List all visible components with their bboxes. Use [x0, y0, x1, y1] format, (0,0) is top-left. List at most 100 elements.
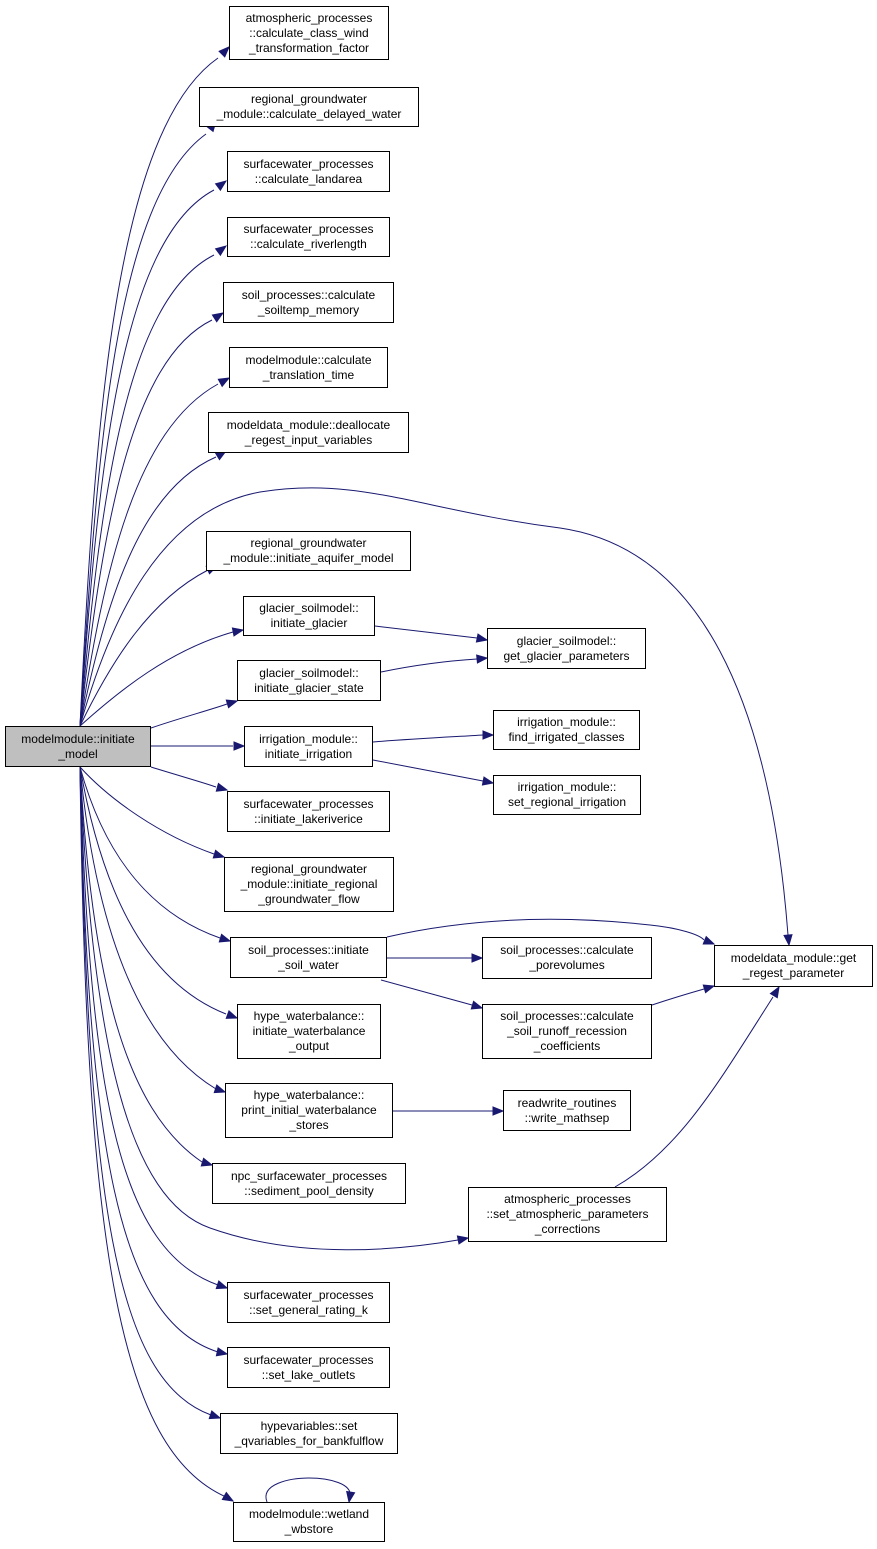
arrowhead-icon: [214, 180, 228, 192]
node-line: _corrections: [534, 1222, 601, 1236]
arrowhead-icon: [215, 1280, 229, 1290]
node-line: _regest_parameter: [742, 966, 845, 980]
arrowhead-icon: [225, 699, 239, 709]
call-edge: [372, 759, 484, 782]
node-line: _soil_water: [278, 957, 339, 972]
call-edge: [380, 979, 473, 1006]
call-edge: [79, 766, 227, 1015]
node-line: _coefficients: [533, 1039, 601, 1053]
node-initiate-waterbalance-output[interactable]: hype_waterbalance:: initiate_waterbalanc…: [237, 1004, 381, 1059]
node-line: _regest_input_variables: [244, 432, 373, 447]
node-line: ::write_mathsep: [524, 1110, 610, 1125]
node-line: modelmodule::initiate: [21, 731, 135, 746]
node-line: modeldata_module::deallocate: [226, 417, 391, 432]
node-line: irrigation_module::: [517, 780, 617, 794]
node-line: _module::calculate_delayed_water: [216, 107, 402, 121]
node-line: _soil_runoff_recession: [507, 1024, 627, 1038]
node-line: initiate_irrigation: [264, 746, 353, 761]
node-initiate-glacier[interactable]: glacier_soilmodel:: initiate_glacier: [243, 596, 375, 636]
node-line: _module::initiate_regional: [240, 877, 378, 891]
node-line: regional_groundwater: [250, 536, 367, 550]
node-set-general-rating-k[interactable]: surfacewater_processes ::set_general_rat…: [227, 1282, 390, 1323]
node-line: _translation_time: [262, 367, 355, 382]
node-write-mathsep[interactable]: readwrite_routines ::write_mathsep: [503, 1090, 631, 1131]
node-line: _groundwater_flow: [258, 892, 360, 906]
node-line: surfacewater_processes: [243, 222, 374, 236]
node-atmospheric-calculate-class-wind[interactable]: atmospheric_processes ::calculate_class_…: [229, 6, 389, 60]
node-line: set_regional_irrigation: [507, 795, 627, 809]
node-line: ::set_lake_outlets: [261, 1367, 356, 1382]
node-calculate-soil-runoff-recession[interactable]: soil_processes::calculate _soil_runoff_r…: [482, 1004, 652, 1059]
node-line: atmospheric_processes: [245, 10, 373, 25]
node-initiate-regional-groundwater-flow[interactable]: regional_groundwater _module::initiate_r…: [224, 857, 394, 912]
node-line: glacier_soilmodel::: [516, 633, 617, 648]
node-line: modeldata_module::get: [730, 951, 857, 965]
arrowhead-icon: [783, 934, 793, 947]
call-edge: [372, 734, 484, 743]
node-line: ::calculate_landarea: [254, 171, 363, 186]
node-initiate-lakeriverice[interactable]: surfacewater_processes ::initiate_lakeri…: [227, 791, 390, 832]
call-edge: [386, 918, 705, 941]
arrowhead-icon: [211, 312, 225, 323]
call-edge: [79, 766, 221, 939]
node-line: glacier_soilmodel::: [259, 601, 359, 615]
node-line: readwrite_routines: [517, 1095, 617, 1110]
node-set-regional-irrigation[interactable]: irrigation_module:: set_regional_irrigat…: [493, 775, 641, 815]
node-line: surfacewater_processes: [243, 1352, 374, 1367]
node-line: hype_waterbalance::: [253, 1009, 365, 1023]
call-edge: [79, 383, 219, 727]
node-get-regest-parameter[interactable]: modeldata_module::get _regest_parameter: [714, 945, 873, 987]
call-edge: [79, 766, 217, 1090]
node-initiate-irrigation[interactable]: irrigation_module:: initiate_irrigation: [244, 726, 373, 767]
node-set-lake-outlets[interactable]: surfacewater_processes ::set_lake_outlet…: [227, 1347, 390, 1388]
call-edge: [79, 766, 227, 1498]
node-line: get_glacier_parameters: [503, 648, 630, 663]
arrowhead-icon: [225, 1009, 239, 1019]
node-line: soil_processes::initiate: [248, 942, 369, 957]
node-calculate-landarea[interactable]: surfacewater_processes ::calculate_landa…: [227, 151, 390, 192]
node-set-qvariables-for-bankfulflow[interactable]: hypevariables::set _qvariables_for_bankf…: [220, 1413, 398, 1454]
call-edge: [79, 766, 459, 1251]
node-line: atmospheric_processes: [504, 1192, 631, 1206]
call-edge: [79, 189, 215, 727]
node-set-atmospheric-parameters-corrections[interactable]: atmospheric_processes ::set_atmospheric_…: [468, 1187, 667, 1242]
node-line: initiate_glacier_state: [254, 680, 364, 695]
node-sediment-pool-density[interactable]: npc_surfacewater_processes ::sediment_po…: [212, 1163, 406, 1204]
node-calculate-riverlength[interactable]: surfacewater_processes ::calculate_river…: [227, 217, 390, 257]
node-line: surfacewater_processes: [243, 1287, 374, 1302]
call-edge: [79, 254, 215, 727]
call-edge: [79, 766, 219, 1286]
node-line: irrigation_module::: [259, 731, 358, 746]
node-calculate-soiltemp-memory[interactable]: soil_processes::calculate _soiltemp_memo…: [223, 282, 394, 323]
node-line: soil_processes::calculate: [500, 1009, 634, 1023]
node-calculate-delayed-water[interactable]: regional_groundwater _module::calculate_…: [199, 87, 419, 127]
call-edge: [79, 766, 219, 1353]
call-edge: [79, 133, 207, 727]
arrowhead-icon: [217, 377, 231, 388]
node-get-glacier-parameters[interactable]: glacier_soilmodel:: get_glacier_paramete…: [487, 628, 646, 669]
node-line: ::initiate_lakeriverice: [254, 811, 363, 826]
node-deallocate-regest-input[interactable]: modeldata_module::deallocate _regest_inp…: [208, 412, 409, 453]
call-edge: [79, 456, 217, 727]
node-wetland-wbstore[interactable]: modelmodule::wetland _wbstore: [233, 1502, 385, 1542]
arrowhead-icon: [475, 633, 489, 643]
arrowhead-icon: [213, 1084, 227, 1094]
node-line: hypevariables::set: [260, 1418, 358, 1433]
node-initiate-soil-water[interactable]: soil_processes::initiate _soil_water: [230, 937, 387, 978]
arrowhead-icon: [492, 1106, 505, 1116]
node-line: _transformation_factor: [248, 40, 370, 55]
node-find-irrigated-classes[interactable]: irrigation_module:: find_irrigated_class…: [493, 710, 640, 750]
node-print-initial-waterbalance-stores[interactable]: hype_waterbalance:: print_initial_waterb…: [225, 1083, 393, 1138]
node-calculate-translation-time[interactable]: modelmodule::calculate _translation_time: [229, 347, 388, 388]
node-root[interactable]: modelmodule::initiate _model: [5, 726, 151, 767]
call-edge: [380, 658, 478, 673]
call-edge: [651, 988, 705, 1006]
call-edge: [150, 703, 228, 729]
arrowhead-icon: [346, 1490, 356, 1504]
node-initiate-glacier-state[interactable]: glacier_soilmodel:: initiate_glacier_sta…: [237, 660, 381, 701]
arrowhead-icon: [233, 741, 246, 751]
node-calculate-porevolumes[interactable]: soil_processes::calculate _porevolumes: [482, 937, 652, 979]
call-edge: [374, 625, 478, 639]
node-initiate-aquifer-model[interactable]: regional_groundwater _module::initiate_a…: [206, 531, 411, 571]
